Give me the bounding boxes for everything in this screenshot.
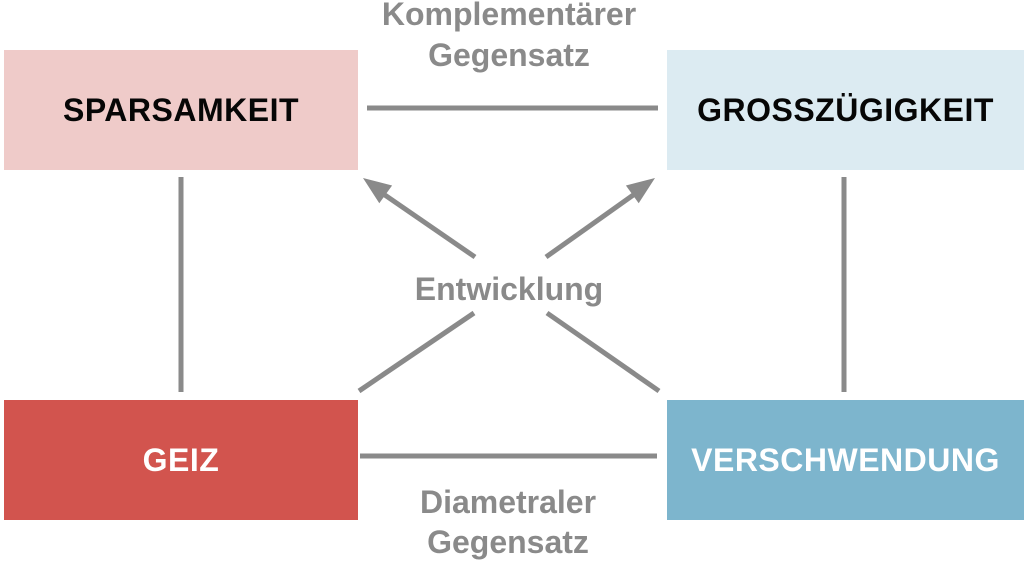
- arrow-geiz-to-grosszuegigkeit-lower: [357, 310, 476, 394]
- arrow-geiz-to-grosszuegigkeit-upper: [544, 190, 638, 260]
- node-grosszuegigkeit: GROSSZÜGIGKEIT: [667, 50, 1024, 170]
- node-verschwendung: VERSCHWENDUNG: [667, 400, 1024, 520]
- edge-label-diametraler-gegensatz: Diametraler Gegensatz: [419, 484, 597, 560]
- node-grosszuegigkeit-label: GROSSZÜGIGKEIT: [697, 91, 994, 128]
- arrowhead-up-left-icon: [363, 178, 393, 204]
- arrow-verschwendung-to-sparsamkeit-lower: [545, 310, 661, 394]
- node-verschwendung-label: VERSCHWENDUNG: [691, 441, 1000, 478]
- arrow-verschwendung-to-sparsamkeit-upper: [380, 190, 477, 260]
- node-sparsamkeit-label: SPARSAMKEIT: [62, 91, 300, 128]
- node-geiz: GEIZ: [4, 400, 358, 520]
- edge-label-entwicklung: Entwicklung: [414, 271, 604, 307]
- node-sparsamkeit: SPARSAMKEIT: [4, 50, 358, 170]
- arrowhead-up-right-icon: [625, 178, 655, 204]
- node-geiz-label: GEIZ: [142, 441, 220, 478]
- edge-label-komplementaerer-gegensatz: Komplementärer Gegensatz: [381, 0, 637, 73]
